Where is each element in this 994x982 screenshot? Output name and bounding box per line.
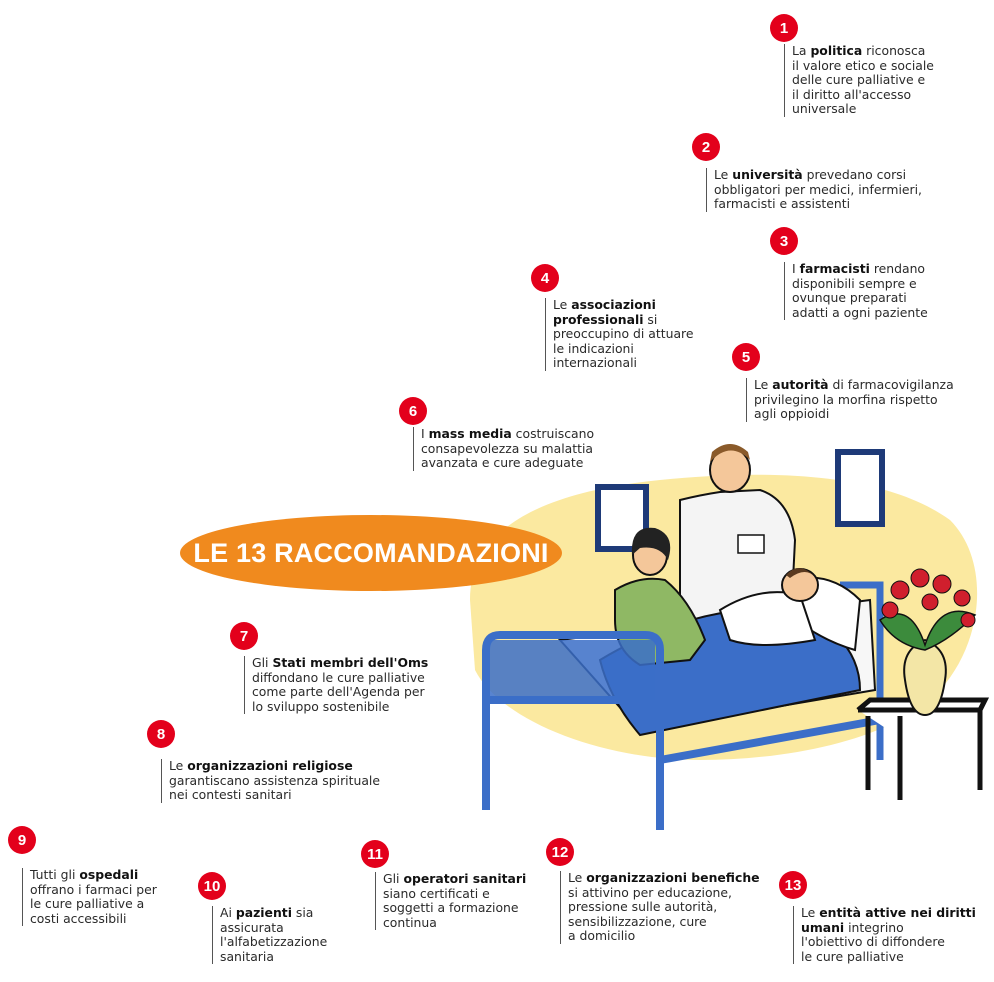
number-badge: 8 xyxy=(147,720,175,748)
bedside-table xyxy=(856,697,990,800)
number-badge: 13 xyxy=(779,871,807,899)
bed-footboard-panel xyxy=(490,640,655,700)
patient-body xyxy=(718,591,817,646)
flower-leaves xyxy=(878,610,977,651)
flower-blooms xyxy=(881,568,976,628)
title-pill: LE 13 RACCOMANDAZIONI xyxy=(180,515,562,591)
number-badge: 4 xyxy=(531,264,559,292)
doctor-hair xyxy=(710,444,750,462)
number-badge: 11 xyxy=(361,840,389,868)
doctor-pocket xyxy=(737,534,765,554)
woman-hair xyxy=(631,527,671,560)
number-badge: 10 xyxy=(198,872,226,900)
number-badge: 9 xyxy=(8,826,36,854)
wall-frame-right xyxy=(835,449,885,527)
number-badge: 1 xyxy=(770,14,798,42)
page-title: LE 13 RACCOMANDAZIONI xyxy=(193,537,549,568)
number-badge: 6 xyxy=(399,397,427,425)
patient-hair xyxy=(786,568,816,578)
flower-vase xyxy=(903,638,947,717)
number-badge: 2 xyxy=(692,133,720,161)
number-badge: 12 xyxy=(546,838,574,866)
number-badge: 7 xyxy=(230,622,258,650)
number-badge: 5 xyxy=(732,343,760,371)
number-badge: 3 xyxy=(770,227,798,255)
